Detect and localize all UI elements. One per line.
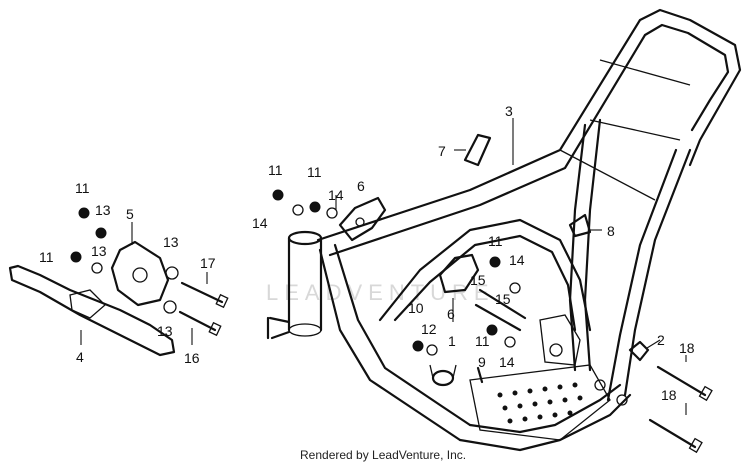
label-13: 13 (91, 243, 107, 259)
skid-plate-holes (497, 382, 583, 424)
label-16: 16 (184, 350, 200, 366)
label-2: 2 (657, 332, 665, 348)
label-9: 9 (478, 354, 486, 370)
label-12: 12 (421, 321, 437, 337)
part-15-bolts (474, 288, 527, 332)
main-frame (316, 8, 742, 452)
label-13: 13 (163, 234, 179, 250)
part-5-bracket (110, 240, 170, 307)
part-2-bracket (628, 340, 650, 362)
label-17: 17 (200, 255, 216, 271)
label-13: 13 (95, 202, 111, 218)
footer-credit: Rendered by LeadVenture, Inc. (300, 448, 466, 462)
part-17-bolt (180, 281, 229, 309)
label-10: 10 (408, 300, 424, 316)
nuts-and-washers (70, 189, 521, 356)
label-5: 5 (126, 206, 134, 222)
watermark-text: LEADVENTURE (266, 280, 495, 305)
label-7: 7 (438, 143, 446, 159)
label-11: 11 (75, 180, 90, 196)
part-1-clamp (429, 364, 457, 387)
label-11: 11 (475, 333, 490, 349)
label-11: 11 (268, 162, 283, 178)
label-11: 11 (307, 164, 322, 180)
label-14: 14 (252, 215, 268, 231)
label-11: 11 (39, 249, 54, 265)
label-6: 6 (357, 178, 365, 194)
steering-head-pipe (266, 230, 323, 340)
part-16-bolt (178, 310, 222, 337)
label-1: 1 (448, 333, 456, 349)
label-11: 11 (488, 233, 503, 249)
label-18: 18 (679, 340, 695, 356)
label-15: 15 (495, 291, 511, 307)
label-6: 6 (447, 306, 455, 322)
callout-labels: 11 13 5 11 13 13 17 13 4 16 11 11 14 6 1… (39, 103, 695, 403)
part-6-upper-bracket (338, 196, 387, 242)
label-18: 18 (661, 387, 677, 403)
part-6-lower-bracket (438, 253, 480, 294)
label-14: 14 (499, 354, 515, 370)
part-9-bolt (476, 366, 484, 384)
label-3: 3 (505, 103, 513, 119)
part-7-pad (463, 133, 492, 167)
leader-lines (80, 118, 687, 415)
part-4-skid-bar (8, 264, 176, 357)
label-14: 14 (509, 252, 525, 268)
label-15: 15 (470, 272, 486, 288)
label-4: 4 (76, 349, 84, 365)
label-13: 13 (157, 323, 173, 339)
part-8-plate (568, 213, 592, 238)
label-8: 8 (607, 223, 615, 239)
part-18-upper-bolt (656, 365, 713, 402)
label-14: 14 (328, 187, 344, 203)
part-18-lower-bolt (648, 418, 703, 454)
